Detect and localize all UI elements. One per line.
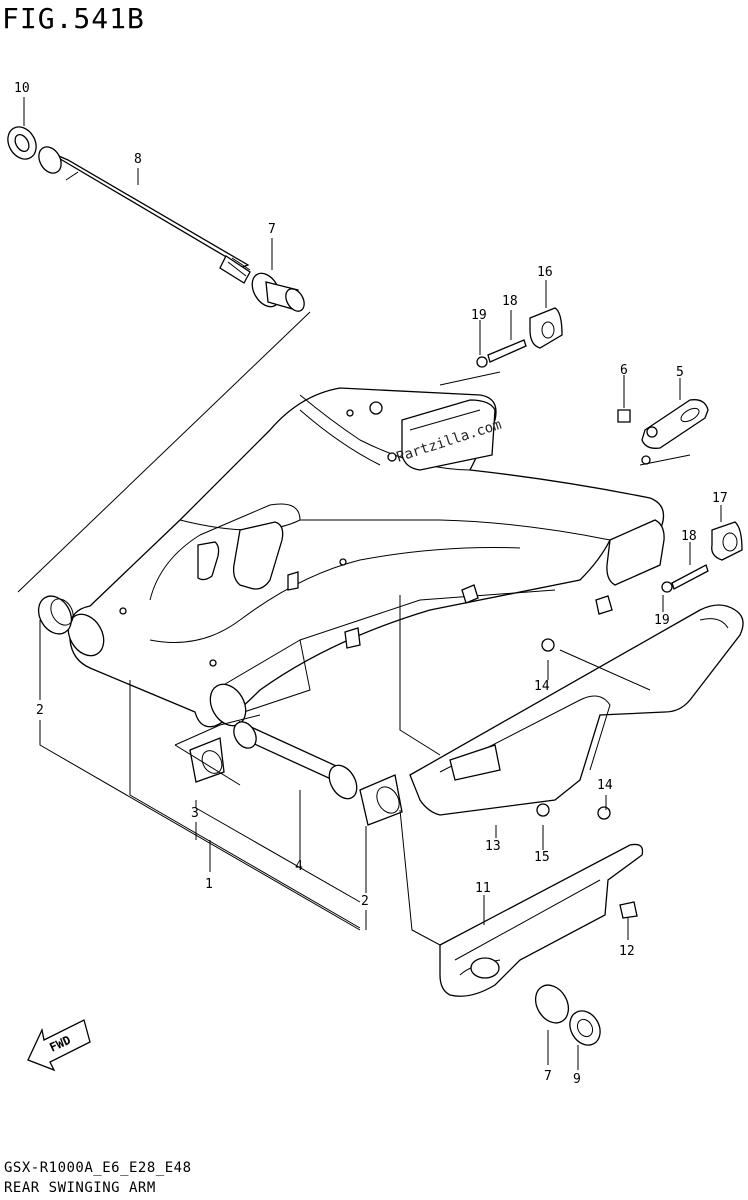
callout-label: 19 xyxy=(654,613,670,628)
callout-label: 14 xyxy=(534,679,550,694)
figure-title: FIG.541B xyxy=(2,2,145,35)
chain-guide xyxy=(439,843,644,1046)
model-code: GSX-R1000A_E6_E28_E48 xyxy=(4,1160,192,1176)
callout-label: 18 xyxy=(502,294,518,309)
callout-label: 10 xyxy=(14,81,30,96)
chain-cover xyxy=(409,604,744,816)
figure-caption: REAR SWINGING ARM xyxy=(4,1180,156,1196)
swingarm xyxy=(67,387,665,728)
callout-label: 2 xyxy=(36,703,44,718)
callout-label: 11 xyxy=(475,881,491,896)
callout-label: 15 xyxy=(534,850,550,865)
leader-lines xyxy=(17,97,722,1070)
callout-label: 1 xyxy=(205,877,213,892)
callout-labels: 10 8 7 16 18 19 6 5 17 18 19 2 14 3 4 1 … xyxy=(14,81,728,1087)
callout-label: 7 xyxy=(544,1069,552,1084)
callout-label: 9 xyxy=(573,1072,581,1087)
callout-label: 3 xyxy=(191,806,199,821)
small-parts xyxy=(476,307,743,919)
callout-label: 6 xyxy=(620,363,628,378)
callout-label: 7 xyxy=(268,222,276,237)
callout-label: 16 xyxy=(537,265,553,280)
callout-label: 4 xyxy=(295,859,303,874)
bearings xyxy=(37,595,403,826)
callout-label: 2 xyxy=(361,894,369,909)
fwd-arrow: FWD xyxy=(27,1019,91,1072)
callout-label: 12 xyxy=(619,944,635,959)
callout-label: 19 xyxy=(471,308,487,323)
callout-label: 18 xyxy=(681,529,697,544)
callout-label: 14 xyxy=(597,778,613,793)
callout-label: 5 xyxy=(676,365,684,380)
callout-label: 13 xyxy=(485,839,501,854)
pivot-shaft xyxy=(7,126,305,312)
callout-label: 17 xyxy=(712,491,728,506)
callout-label: 8 xyxy=(134,152,142,167)
